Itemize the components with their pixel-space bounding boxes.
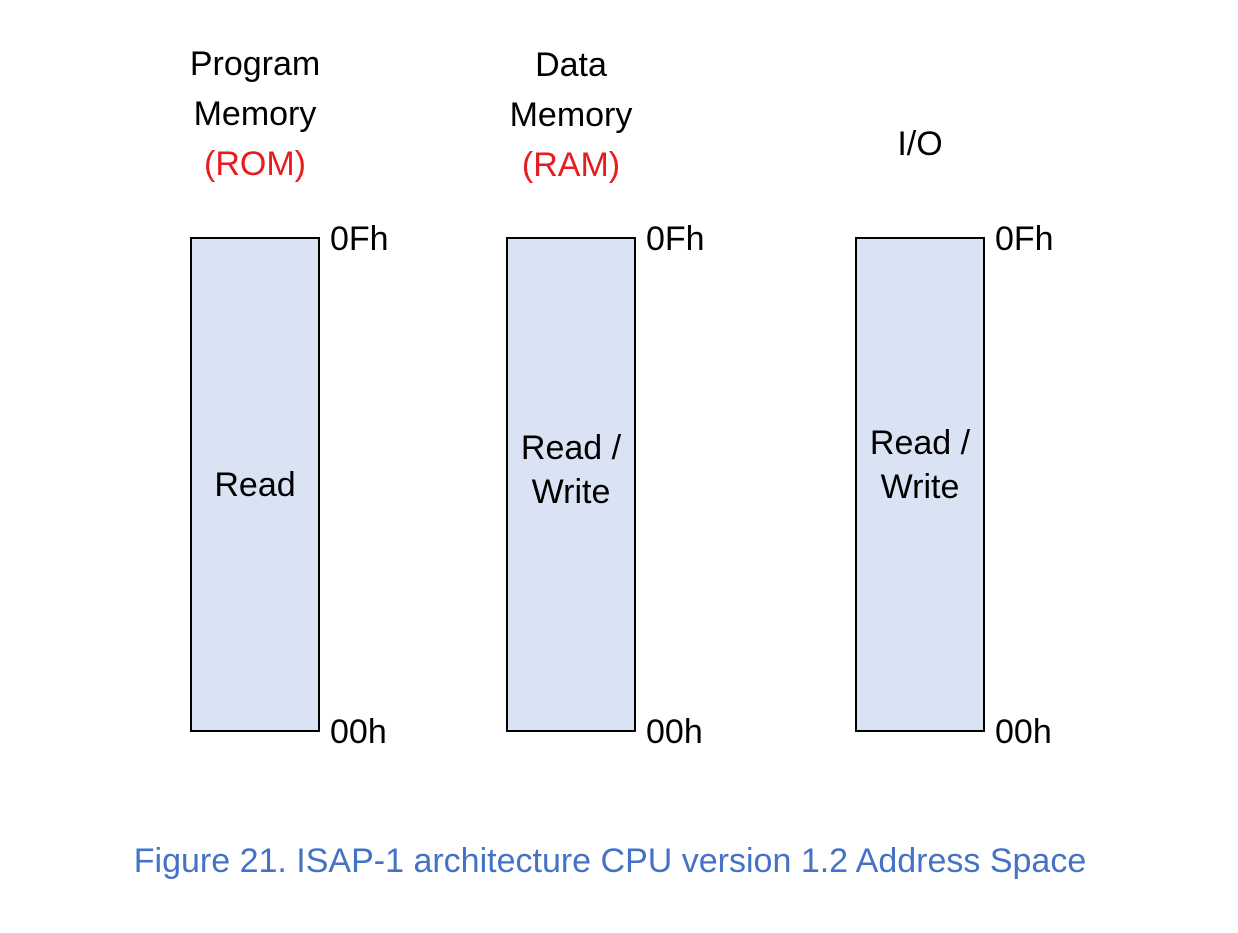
data-memory-heading: Data Memory (RAM)	[471, 40, 671, 190]
program-memory-block: Read	[190, 237, 320, 732]
data-memory-bottom-address: 00h	[646, 713, 703, 751]
io-block: Read / Write	[855, 237, 985, 732]
io-heading: I/O	[820, 119, 1020, 169]
program-memory-heading: Program Memory (ROM)	[155, 39, 355, 189]
program-memory-heading-line-1: Program	[189, 45, 321, 83]
io-access-line-1: Read /	[869, 423, 971, 462]
data-memory-access-line-2: Write	[531, 472, 611, 511]
figure-caption: Figure 21. ISAP-1 architecture CPU versi…	[133, 842, 1087, 880]
program-memory-access: Read	[214, 463, 295, 507]
io-top-address: 0Fh	[995, 220, 1054, 258]
program-memory-heading-line-2: Memory	[193, 95, 317, 133]
io-access: Read / Write	[870, 421, 970, 509]
data-memory-access: Read / Write	[521, 426, 621, 514]
program-memory-access-line-1: Read	[214, 465, 296, 504]
program-memory-top-address: 0Fh	[330, 220, 389, 258]
data-memory-heading-type: (RAM)	[521, 146, 621, 184]
data-memory-heading-line-1: Data	[535, 46, 607, 84]
io-bottom-address: 00h	[995, 713, 1052, 751]
data-memory-access-line-1: Read /	[520, 428, 622, 467]
data-memory-top-address: 0Fh	[646, 220, 705, 258]
io-heading-line-1: I/O	[897, 125, 943, 163]
program-memory-bottom-address: 00h	[330, 713, 387, 751]
data-memory-block: Read / Write	[506, 237, 636, 732]
io-access-line-2: Write	[880, 467, 960, 506]
data-memory-heading-line-2: Memory	[509, 96, 633, 134]
program-memory-heading-type: (ROM)	[204, 145, 306, 183]
